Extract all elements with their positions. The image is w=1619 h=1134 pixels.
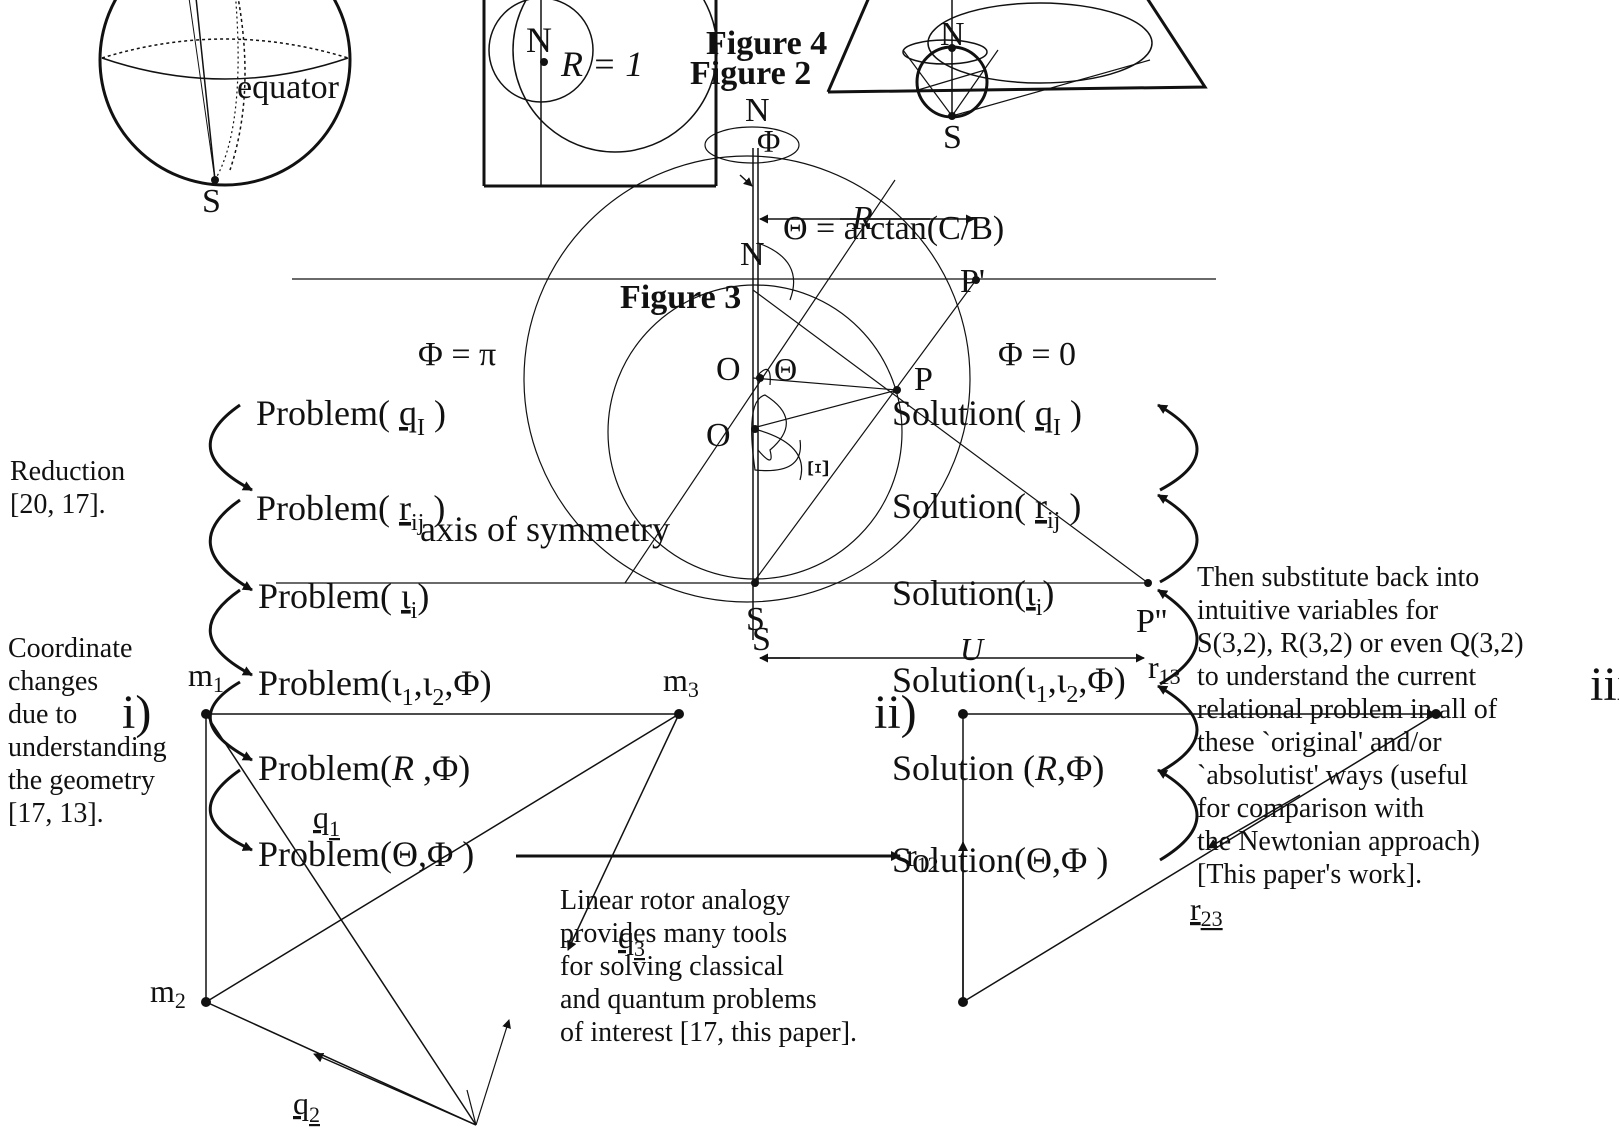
s-upper-label: S	[746, 601, 765, 638]
problem-chain: Problem( qI ) Problem( rij ) Problem( ιi…	[208, 393, 492, 874]
solution-rij: Solution( rij )	[892, 486, 1081, 534]
q1-label: q1	[313, 799, 340, 841]
figure3-caption: Figure 3	[620, 279, 741, 316]
m3-label: m3	[663, 662, 699, 702]
equator-label: equator	[237, 69, 340, 106]
figure4-caption: Figure 4	[706, 25, 827, 62]
solution-chain: Solution( qI ) Solution( rij ) Solution(…	[892, 393, 1199, 880]
bottom-note: Linear rotor analogy provides many tools…	[560, 885, 857, 1048]
phi-pi-label: Φ = π	[418, 336, 496, 373]
figure2-box: N R = 1	[482, 0, 718, 188]
solution-theta-phi: Solution(Θ,Φ )	[892, 840, 1108, 880]
sphere-figure: equator S	[98, 0, 352, 220]
p-label: P	[914, 361, 933, 398]
sphere-south-label: S	[202, 183, 221, 220]
figure3-north-mid: N	[740, 236, 765, 273]
reduction-note: Reduction [20, 17].	[10, 456, 132, 520]
figure2-north-point	[540, 58, 548, 66]
figure2-large-circle	[512, 0, 718, 153]
triangle-i-label: i)	[122, 686, 151, 739]
solution-R-phi: Solution (R,Φ)	[892, 748, 1104, 788]
figure3-north-top: N	[745, 92, 770, 129]
problem-R-phi: Problem(R ,Φ)	[258, 748, 470, 788]
meridian-line-1	[195, 0, 216, 181]
phi-zero-label: Φ = 0	[998, 336, 1076, 373]
equator-front	[101, 57, 349, 80]
coordinate-note: Coordinate changes due to understanding …	[8, 633, 174, 829]
solution-iota-i: Solution(ιi)	[892, 573, 1054, 621]
fragment-iii: iii	[1590, 658, 1619, 711]
triangle-ii-label: ii)	[874, 686, 917, 739]
figure3-R-label: R	[851, 200, 873, 237]
figure2-caption: Figure 2	[690, 55, 811, 92]
figure2-north-label: N	[526, 20, 552, 60]
triangle-ii: ii) r13 r12 r23 iii	[874, 649, 1619, 1007]
south-pole-point	[211, 176, 219, 184]
m2-label: m2	[150, 973, 186, 1013]
o-upper-label: O	[716, 351, 741, 388]
figure3-drawing: N Φ Θ = arctan(C/B) R N P' Figure 3 Φ = …	[276, 92, 1216, 667]
xi-label: Ξ	[802, 459, 835, 478]
problem-iota12-phi: Problem(ι1,ι2,Φ)	[258, 663, 492, 711]
figure2-radius-label: R = 1	[560, 44, 643, 84]
problem-rij: Problem( rij )	[256, 488, 445, 536]
o-lower-label: O	[706, 417, 731, 454]
m1-label: m1	[188, 657, 224, 697]
theta-small-label: Θ	[774, 351, 797, 387]
left-notes: Reduction [20, 17]. Coordinate changes d…	[8, 456, 174, 829]
u-label: U	[960, 631, 985, 667]
meridian-dotted	[214, 0, 239, 181]
problem-qI: Problem( qI )	[256, 393, 446, 441]
s-lower-label: S	[752, 621, 771, 658]
figure3-phi-top: Φ	[757, 123, 780, 159]
r23-label: r23	[1190, 891, 1223, 931]
problem-theta-phi: Problem(Θ,Φ )	[258, 834, 474, 874]
figure3-large-circle	[523, 155, 971, 603]
p-double-prime-label: P''	[1136, 603, 1167, 640]
right-note: Then substitute back into intuitive vari…	[1197, 562, 1531, 890]
triangle-i: i) m1 m3 m2 q1 q2 q3	[122, 657, 699, 1127]
r12-label: r12	[906, 837, 939, 877]
p-prime-label: P'	[960, 263, 985, 300]
problem-iota-i: Problem( ιi)	[258, 576, 429, 624]
theta-arctan-label: Θ = arctan(C/B)	[783, 210, 1004, 247]
q3-label: q3	[618, 919, 645, 961]
sphere-outline	[98, 0, 352, 187]
figure4-drawing: N S	[826, 0, 1208, 156]
figure4-south-label: S	[943, 119, 962, 156]
equator-back	[101, 38, 349, 59]
q2-label: q2	[293, 1085, 320, 1127]
meridian-line-2	[188, 0, 216, 181]
solution-qI: Solution( qI )	[892, 393, 1082, 441]
solution-iota12-phi: Solution(ι1,ι2,Φ)	[892, 660, 1126, 708]
figure4-ellipse	[927, 2, 1153, 84]
figure4-north-label: N	[940, 16, 965, 53]
axis-of-symmetry-label: axis of symmetry	[420, 509, 670, 549]
